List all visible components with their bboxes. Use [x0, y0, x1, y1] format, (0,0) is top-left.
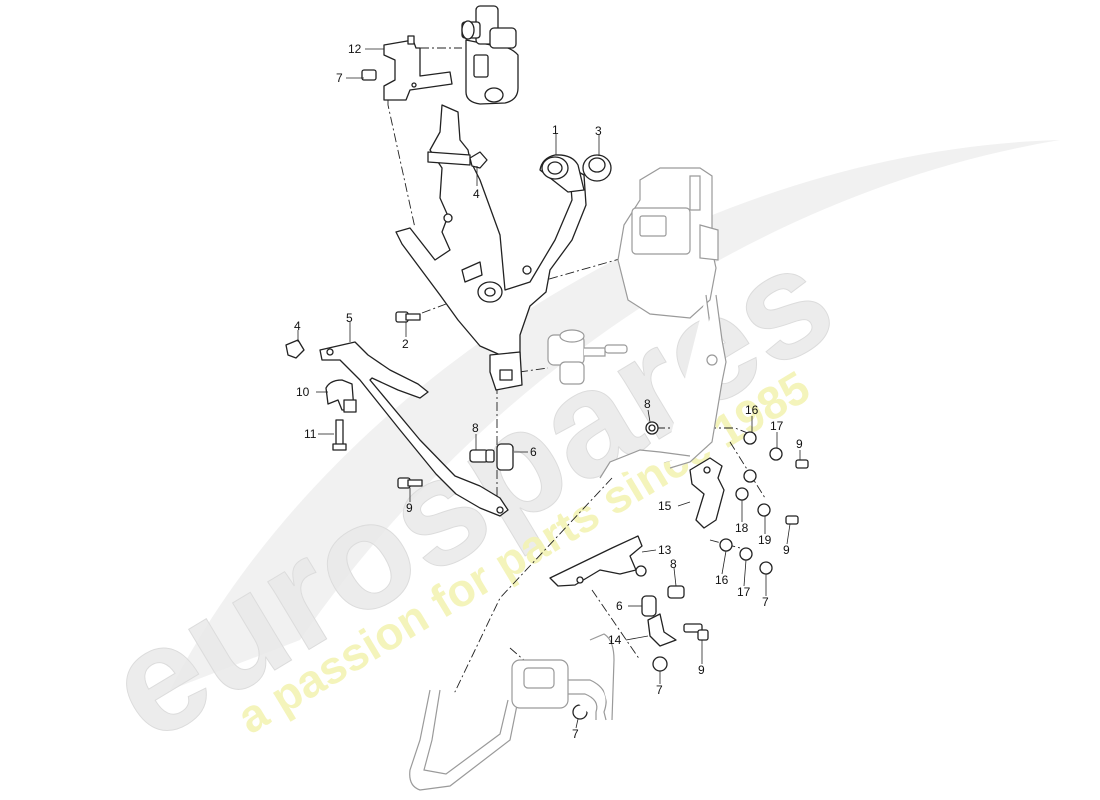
valve-top: [461, 5, 519, 105]
part-15-bracket: [689, 457, 725, 529]
callout-17-upper: 17: [770, 419, 784, 433]
callout-9-lower: 9: [698, 663, 705, 677]
callout-12: 12: [348, 42, 362, 56]
callout-8-right: 8: [644, 397, 651, 411]
callout-14: 14: [608, 633, 622, 647]
leader-lines: [297, 48, 801, 729]
part-8-bushing-mid: [469, 449, 495, 463]
callout-8-mid: 8: [472, 421, 479, 435]
part-6-mount-lower: [641, 595, 657, 617]
callout-8-lower: 8: [670, 557, 677, 571]
control-unit: [617, 167, 727, 469]
part-4-clip-upper: [469, 151, 488, 169]
part-7-nut-lower: [572, 656, 668, 720]
callout-4-upper: 4: [473, 187, 480, 201]
callout-5: 5: [346, 311, 353, 325]
lower-mount-plate: [489, 351, 523, 391]
part-4-clip-lower: [285, 339, 305, 359]
part-14-bracket: [647, 613, 677, 647]
callout-6-mid: 6: [530, 445, 537, 459]
part-6-mount-mid: [496, 443, 514, 471]
callout-6-lower: 6: [616, 599, 623, 613]
callout-9-right: 9: [783, 543, 790, 557]
callout-9-mid: 9: [406, 501, 413, 515]
part-10-clamp: [325, 379, 357, 413]
callout-15: 15: [658, 499, 672, 513]
part-5-long-bracket: [319, 341, 509, 517]
lower-hose: [409, 449, 691, 791]
part-7-nut-upper: [361, 69, 377, 81]
callout-19: 19: [758, 533, 772, 547]
callout-7-upper: 7: [336, 71, 343, 85]
part-3-cap: [582, 154, 612, 182]
callout-labels: 12 7 1 3 4 5 4 2 10 11 8 6 9 8 16 17 9 1…: [294, 42, 803, 741]
main-bracket: [395, 104, 587, 358]
callout-10: 10: [296, 385, 310, 399]
part-9-bolt-lower: [683, 623, 709, 641]
callout-7-lower: 7: [656, 683, 663, 697]
callout-11: 11: [304, 427, 317, 441]
callout-3: 3: [595, 124, 602, 138]
callout-17-lower: 17: [737, 585, 751, 599]
callout-7-bottom: 7: [572, 727, 579, 741]
callout-18: 18: [735, 521, 749, 535]
part-13-bracket: [549, 535, 647, 587]
callout-2: 2: [402, 337, 409, 351]
part-1-grommet: [539, 154, 585, 193]
callout-16-lower: 16: [715, 573, 729, 587]
part-8-bushing-lower: [667, 585, 685, 599]
watermark-swoosh: [170, 140, 1060, 690]
callout-9-upper-right: 9: [796, 437, 803, 451]
callout-4-lower: 4: [294, 319, 301, 333]
callout-1: 1: [552, 123, 559, 137]
part-9-bolt-mid: [397, 477, 423, 489]
callout-7-right: 7: [762, 595, 769, 609]
callout-13: 13: [658, 543, 672, 557]
part-12-upper-bracket: [383, 35, 453, 101]
callout-16-upper: 16: [745, 403, 759, 417]
hardware-right-stack: [719, 431, 809, 575]
part-11-bolt: [332, 419, 347, 451]
valve-secondary: [547, 329, 628, 385]
part-8-bushing-right: [645, 421, 659, 435]
part-2-screw: [395, 311, 421, 323]
